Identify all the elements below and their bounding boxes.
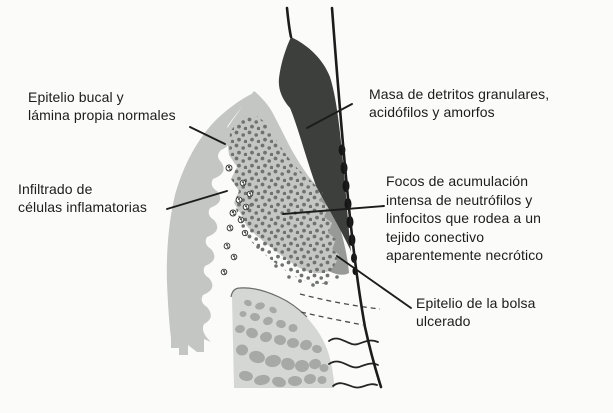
- leader-line-epitelio-bucal-normal: [189, 126, 226, 145]
- alveolar-bone-block: [230, 287, 334, 388]
- inflammatory-cell-glyph: [220, 268, 228, 276]
- tissue-dashed-lines: [299, 293, 381, 326]
- label-line: Epitelio de la bolsa: [416, 295, 536, 311]
- inflammatory-cell-glyph: [237, 216, 245, 224]
- leader-line-infiltrado-inflamatorio: [166, 190, 228, 210]
- label-line: Focos de acumulación: [386, 173, 529, 189]
- fiber-line: [332, 382, 378, 389]
- label-line: linfocitos que rodea a un: [386, 210, 542, 226]
- leader-line-focos-neutrofilos: [282, 205, 385, 215]
- label-line: acidófilos y amorfos: [369, 104, 495, 120]
- leader-lines: [166, 103, 412, 309]
- inflammatory-cell-glyph: [230, 253, 238, 261]
- bone-top-outline: [230, 287, 308, 318]
- label-line: Epitelio bucal y: [28, 89, 124, 105]
- oral-epithelium-band-shape: [166, 92, 256, 355]
- leader-line-masa-detritos: [306, 103, 353, 129]
- fiber-line: [328, 337, 379, 346]
- inflammatory-cell-glyph: [225, 164, 233, 172]
- label-line: células inflamatorias: [18, 199, 147, 215]
- inflammatory-cell-glyph: [223, 242, 231, 250]
- inflammatory-cell-glyph: [226, 224, 234, 232]
- label-masa-detritos: Masa de detritos granulares, acidófilos …: [369, 85, 549, 121]
- label-focos-neutrofilos: Focos de acumulación intensa de neutrófi…: [386, 172, 543, 265]
- inflammatory-cell-glyph: [242, 203, 250, 211]
- tooth-surface-line: [330, 6, 383, 389]
- label-line: intensa de neutrófilos y: [386, 191, 533, 208]
- label-epitelio-bucal-normal: Epitelio bucal y lámina propia normales: [28, 88, 176, 124]
- neutrophil-stipple-area: [229, 115, 339, 285]
- label-line: tejido conectivo: [386, 228, 485, 245]
- label-line: Masa de detritos granulares,: [369, 86, 550, 102]
- inflammatory-cell-glyph: [246, 190, 254, 198]
- label-line: aparentemente necrótico: [386, 247, 544, 263]
- label-infiltrado-inflamatorio: Infiltrado de células inflamatorias: [18, 180, 147, 216]
- label-line: lámina propia normales: [28, 107, 176, 123]
- leader-line-epitelio-bolsa: [336, 255, 412, 309]
- stipple-outlier-dots: [249, 203, 339, 287]
- inflammatory-cells: [220, 164, 254, 276]
- bone-trabeculae: [235, 299, 329, 388]
- inflammatory-cell-glyph: [229, 209, 237, 217]
- inflammatory-cell-glyph: [235, 196, 243, 204]
- fiber-line: [328, 360, 379, 369]
- debris-mass-shape: [278, 37, 351, 252]
- inflammatory-cell-glyph: [239, 179, 247, 187]
- dashed-line-upper: [299, 293, 381, 310]
- inflammatory-cell-glyph: [241, 229, 249, 237]
- label-epitelio-bolsa: Epitelio de la bolsa ulcerado: [416, 294, 536, 330]
- tooth-crown-contour-line: [285, 6, 293, 39]
- dashed-line-lower: [300, 311, 364, 326]
- necrotic-pocket-epithelium-shape: [309, 177, 349, 275]
- label-line: ulcerado: [416, 313, 471, 329]
- label-line: Infiltrado de: [18, 181, 93, 197]
